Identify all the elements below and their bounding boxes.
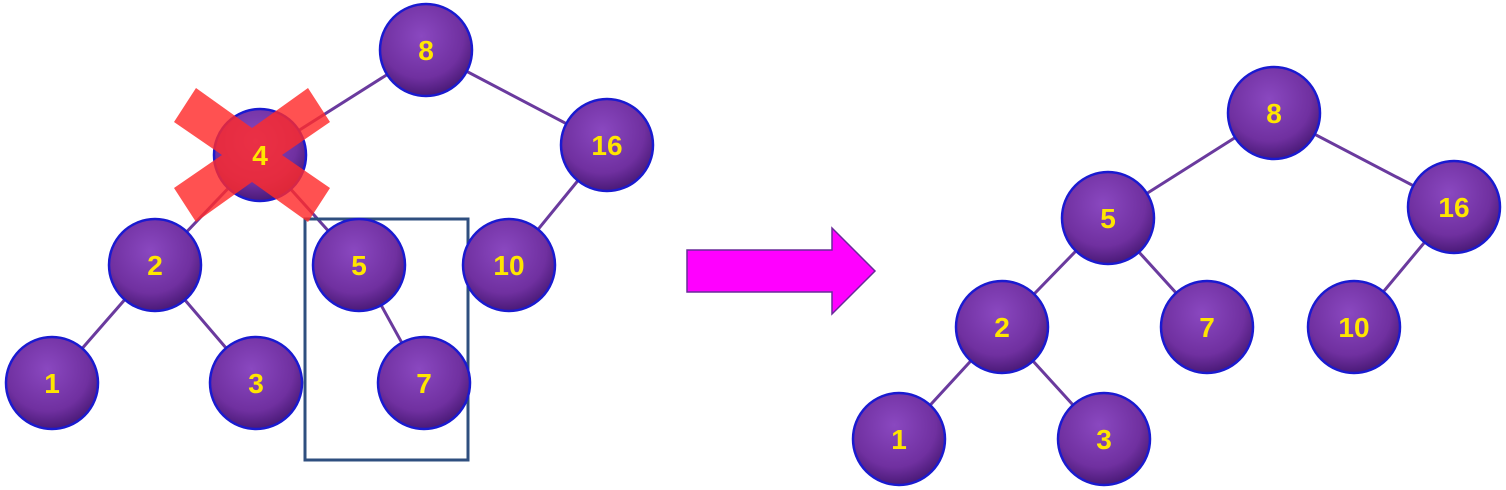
after-node-circle-1 [851,391,947,487]
before-node-circle-3 [208,335,304,431]
deleted-node-label-overlay: 4 [252,140,268,171]
before-node-circle-7 [376,335,472,431]
after-node-16: 16 [1406,159,1502,255]
after-node-7: 7 [1159,279,1255,375]
highlight-box [303,217,470,462]
before-tree: 8 4 16 2 5 10 1 3 7 [4,2,655,431]
before-tree-edges [50,48,609,384]
after-node-label-1: 1 [891,424,907,455]
before-node-label-7: 7 [416,368,432,399]
after-node-circle-16 [1406,159,1502,255]
after-node-circle-2 [954,279,1050,375]
before-node-label-16: 16 [591,130,622,161]
before-node-label-1: 1 [44,368,60,399]
before-node-circle-10 [461,217,557,313]
after-node-1: 1 [851,391,947,487]
before-node-circle-16 [559,97,655,193]
after-tree-edges [897,111,1456,441]
before-node-8: 8 [378,2,474,98]
before-node-label-10: 10 [493,250,524,281]
before-node-circle-1 [4,335,100,431]
after-node-label-7: 7 [1199,312,1215,343]
after-node-label-16: 16 [1438,192,1469,223]
after-node-label-10: 10 [1338,312,1369,343]
after-node-circle-3 [1056,391,1152,487]
after-node-circle-5 [1060,170,1156,266]
before-node-label-5: 5 [351,250,367,281]
after-node-label-3: 3 [1096,424,1112,455]
before-node-3: 3 [208,335,304,431]
after-node-3: 3 [1056,391,1152,487]
before-node-5: 5 [311,217,407,313]
after-node-8: 8 [1226,65,1322,161]
x-cross-icon [174,88,330,222]
after-node-circle-8 [1226,65,1322,161]
before-node-2: 2 [107,217,203,313]
after-node-circle-7 [1159,279,1255,375]
after-node-label-5: 5 [1100,203,1116,234]
before-node-10: 10 [461,217,557,313]
before-node-circle-8 [378,2,474,98]
before-node-label-8: 8 [418,35,434,66]
after-node-label-2: 2 [994,312,1010,343]
after-node-2: 2 [954,279,1050,375]
after-node-10: 10 [1306,279,1402,375]
before-node-circle-2 [107,217,203,313]
right-arrow-icon [686,226,877,316]
before-node-label-2: 2 [147,250,163,281]
after-node-5: 5 [1060,170,1156,266]
before-node-7: 7 [376,335,472,431]
before-node-circle-5 [311,217,407,313]
before-node-1: 1 [4,335,100,431]
after-node-circle-10 [1306,279,1402,375]
before-node-16: 16 [559,97,655,193]
before-node-label-3: 3 [248,368,264,399]
after-node-label-8: 8 [1266,98,1282,129]
